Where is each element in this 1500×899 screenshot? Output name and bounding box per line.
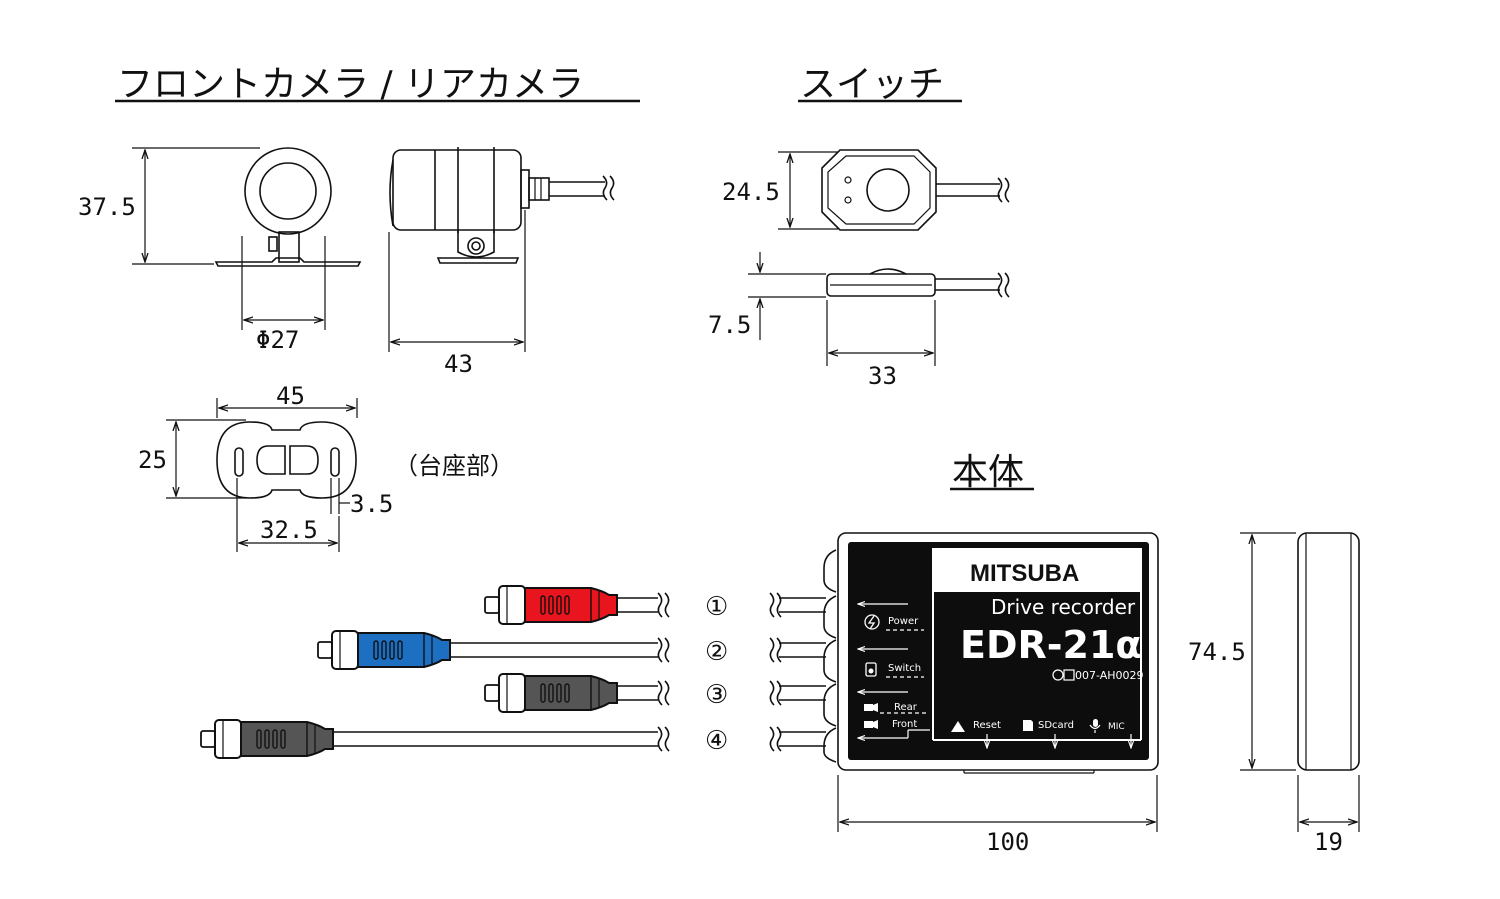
rear-camera-icon: [864, 704, 873, 711]
base-caption: （台座部）: [394, 452, 514, 480]
power-port-label: Power: [888, 616, 919, 627]
switch-width-label: 33: [868, 362, 897, 390]
cable-1: ①: [484, 585, 826, 625]
camera-height-label: 37.5: [78, 193, 136, 221]
switch-icon: [865, 662, 877, 677]
microphone-icon: [1093, 719, 1098, 727]
brand-logo: MITSUBA: [970, 560, 1079, 587]
cable-number-4: ④: [705, 726, 728, 756]
cert-number: 007-AH0029: [1075, 669, 1144, 682]
switch-port-label: Switch: [888, 663, 921, 674]
warning-icon: [951, 721, 965, 732]
model-name: EDR-21α: [960, 623, 1142, 667]
switch-heading: スイッチ: [800, 64, 944, 105]
mic-label: MIC: [1108, 722, 1125, 732]
power-icon: [864, 614, 880, 630]
connector-body: [524, 675, 618, 711]
switch-top-view: [821, 149, 1010, 231]
cable-number-1: ①: [705, 592, 728, 622]
connector-body: [357, 632, 451, 668]
rear-port-label: Rear: [894, 702, 918, 713]
base-width-label: 45: [276, 382, 305, 410]
camera-diameter-label: Φ27: [256, 326, 299, 354]
camera-heading: フロントカメラ / リアカメラ: [117, 64, 584, 105]
front-panel: [848, 542, 1149, 760]
camera-base-outline: [216, 421, 357, 499]
cert-mark-icon: [1052, 669, 1064, 681]
camera-length-label: 43: [444, 350, 473, 378]
main-unit-front: MITSUBA Drive recorder EDR-21α 007-AH002…: [823, 532, 1159, 774]
switch-height-label: 24.5: [722, 178, 780, 206]
front-port-label: Front: [892, 719, 917, 730]
switch-side-view: [826, 268, 1010, 298]
main-unit-side: [1297, 532, 1360, 771]
reset-button-label: Reset: [973, 720, 1001, 731]
base-height-label: 25: [138, 446, 167, 474]
front-camera-icon: [864, 721, 873, 728]
connector-body: [524, 587, 618, 623]
cable-number-3: ③: [705, 680, 728, 710]
unit-depth-label: 19: [1314, 828, 1343, 856]
camera-side-view: [389, 147, 615, 264]
base-pitch-label: 32.5: [260, 516, 318, 544]
body-heading: 本体: [952, 452, 1024, 493]
base-slot-label: 3.5: [350, 490, 393, 518]
sdcard-icon: [1023, 720, 1033, 731]
cable-number-2: ②: [705, 637, 728, 667]
cert-box-icon: [1063, 669, 1075, 681]
cable-4: ④: [200, 719, 826, 759]
cable-2: ②: [317, 630, 826, 670]
cable-connectors: ① ② ③ ④: [200, 585, 826, 759]
product-name: Drive recorder: [991, 595, 1136, 619]
camera-front-view: [214, 147, 362, 267]
connector-body: [240, 721, 334, 757]
cable-3: ③: [484, 673, 826, 713]
unit-height-label: 74.5: [1188, 638, 1246, 666]
sdcard-button-label: SDcard: [1038, 720, 1074, 731]
unit-width-label: 100: [986, 828, 1029, 856]
switch-thickness-label: 7.5: [708, 311, 751, 339]
